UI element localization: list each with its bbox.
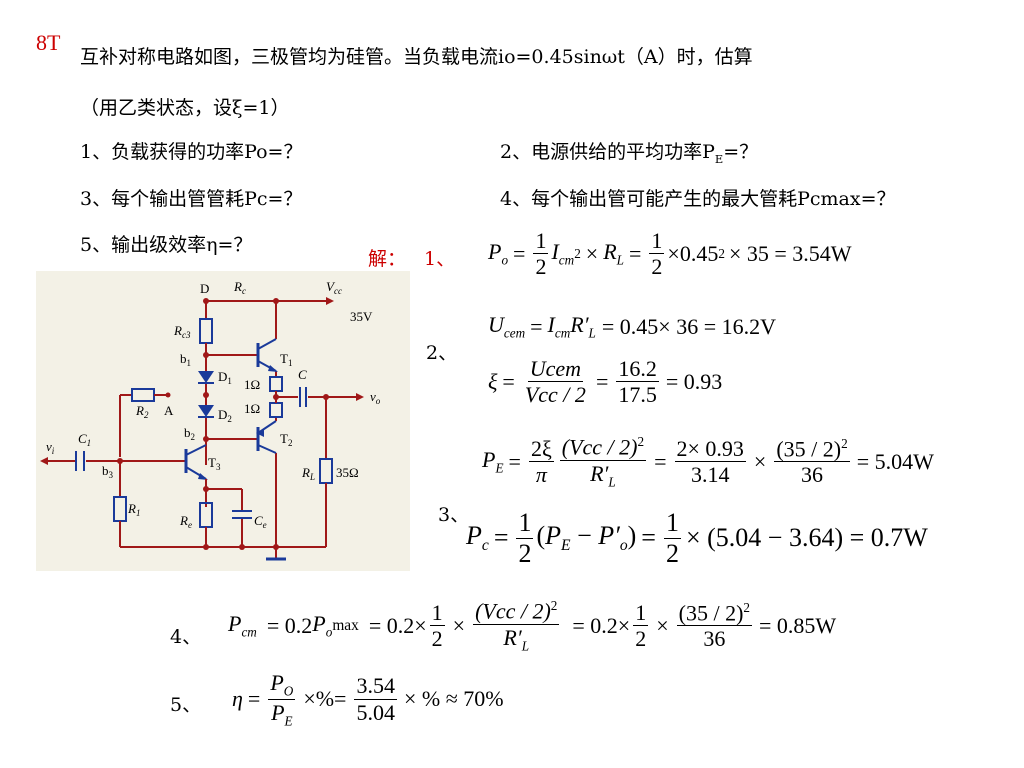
label-Ce: Ce [254,513,267,530]
label-T3: T3 [208,455,221,472]
label-C: C [298,367,307,382]
circuit-schematic: D Rc Vcc 35V Rc3 b1 T1 D1 1Ω 1Ω C vo R2 … [40,279,381,561]
circuit-diagram: D Rc Vcc 35V Rc3 b1 T1 D1 1Ω 1Ω C vo R2 … [36,271,410,571]
label-35ohm: 35Ω [336,465,359,480]
label-b2: b2 [184,425,195,442]
solution-label: 解： [368,248,407,270]
question-3: 3、每个输出管管耗Pc=？ [80,188,303,210]
label-D2: D2 [218,407,232,424]
question-2: 2、电源供给的平均功率PE=？ [500,141,759,166]
label-Vcc: Vcc [326,279,342,296]
label-b1: b1 [180,351,191,368]
step-4-label: 4、 [170,626,202,648]
label-Rc: Rc [233,279,246,296]
question-1: 1、负载获得的功率Po=？ [80,141,303,163]
question-4: 4、每个输出管可能产生的最大管耗Pcmax=？ [500,188,896,210]
label-1ohm-top: 1Ω [244,377,260,392]
label-1ohm-bottom: 1Ω [244,401,260,416]
label-T1: T1 [280,351,292,368]
step-3-label: 3、 [438,504,470,526]
step-5-label: 5、 [170,694,202,716]
question-5: 5、输出级效率η=？ [80,234,253,256]
step-1-label: 1、 [424,248,456,270]
label-D1: D1 [218,369,232,386]
label-Rc3: Rc3 [173,323,191,340]
label-R1: R1 [127,501,140,518]
equation-2: Ucem=IcmR′L = 0.45× 36 = 16.2V [488,312,776,341]
problem-line-1: 互补对称电路如图，三极管均为硅管。当负载电流io=0.45sinωt（A）时，估… [80,46,753,68]
step-2-label: 2、 [426,342,458,364]
label-T2: T2 [280,431,292,448]
label-C1: C1 [78,431,91,448]
label-Re: Re [179,513,192,530]
label-vi: vi [46,439,55,456]
label-RL: RL [301,465,315,482]
problem-line-2: （用乙类状态，设ξ=1） [80,97,290,119]
label-35V: 35V [350,309,373,324]
label-R2: R2 [135,403,149,420]
slide-number: 8T [36,30,61,55]
label-A: A [164,403,174,418]
label-b3: b3 [102,463,114,480]
label-vo: vo [370,389,381,406]
label-D: D [200,281,209,296]
